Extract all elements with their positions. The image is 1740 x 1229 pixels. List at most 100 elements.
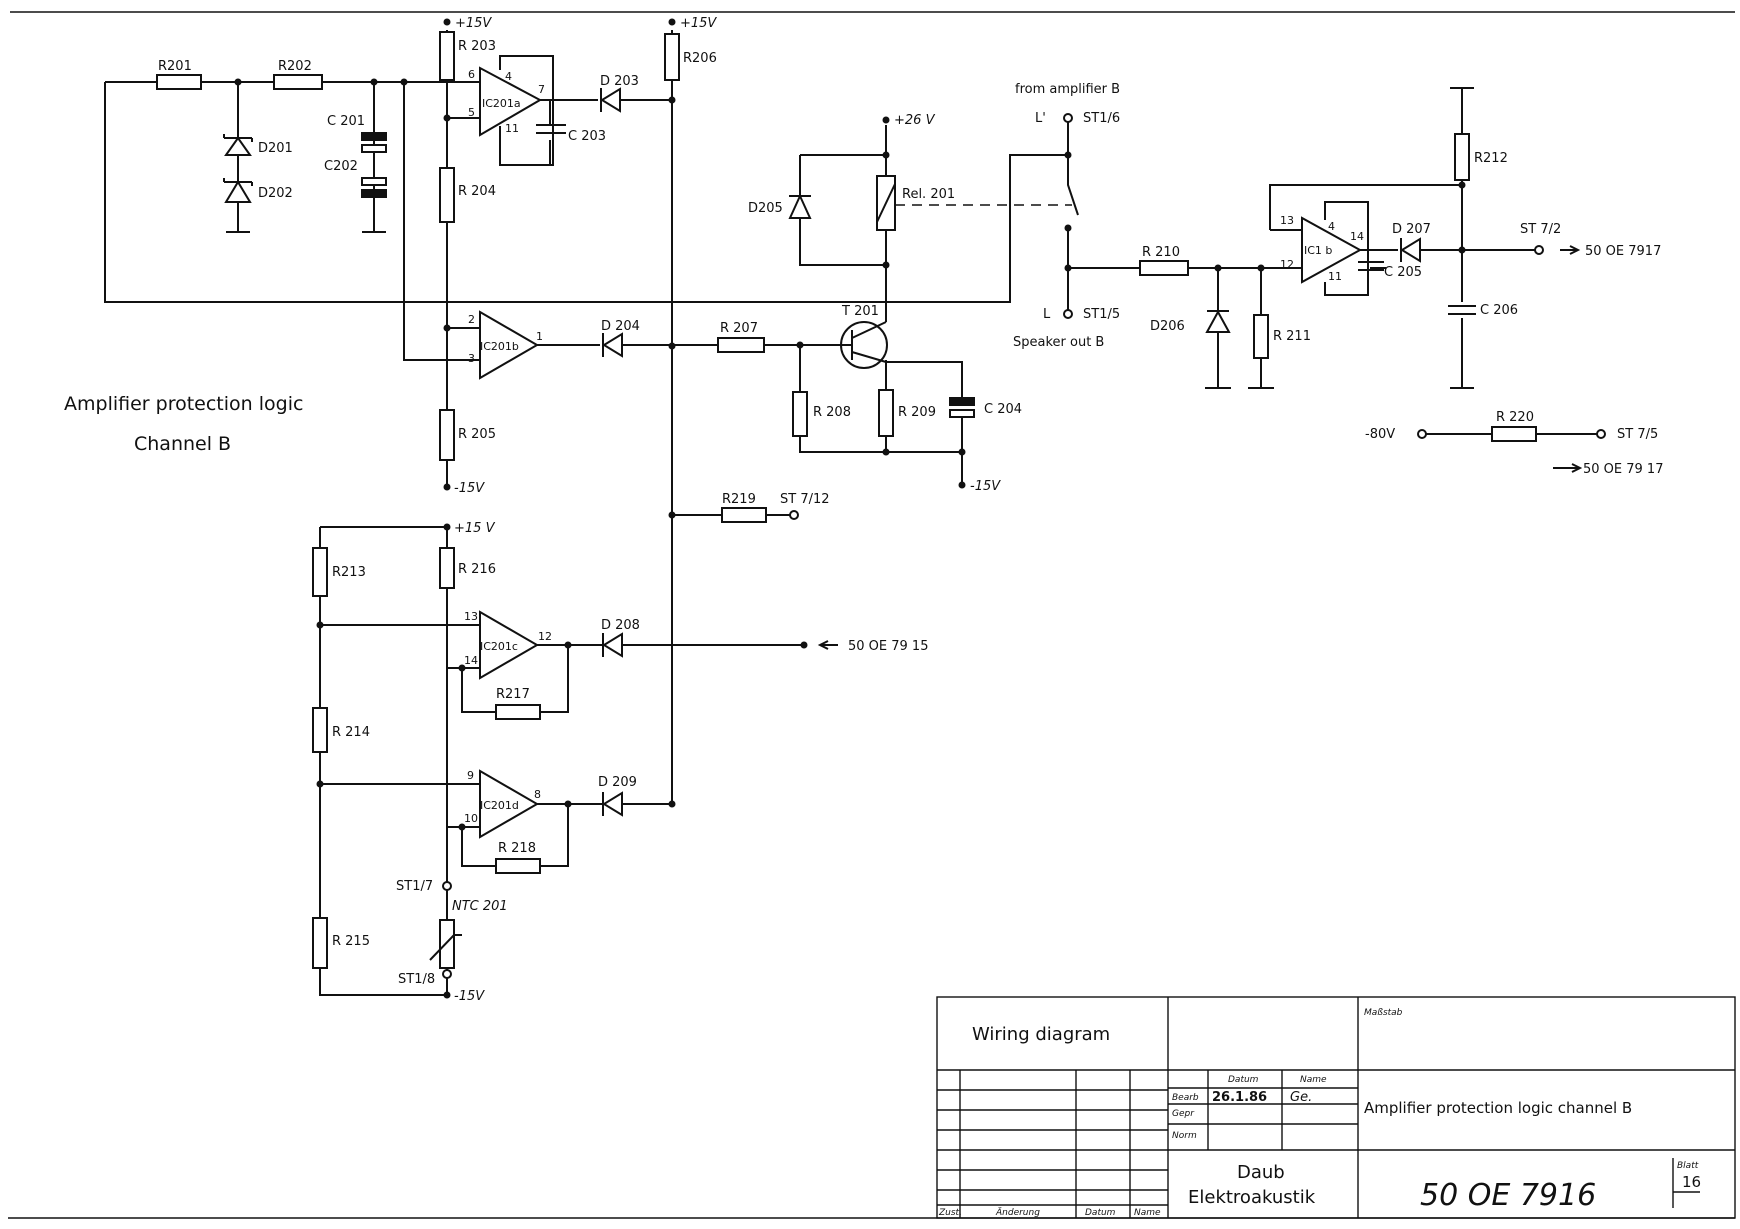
resistor-r201 xyxy=(156,74,202,90)
ic201a-label: IC201a xyxy=(482,97,521,110)
connector-st7-12 xyxy=(789,510,799,520)
tb-gepr: Gepr xyxy=(1172,1109,1195,1119)
supply-m15-c: -15V xyxy=(454,989,485,1004)
ref-7917-a-label: 50 OE 7917 xyxy=(1585,244,1661,259)
supply-m15-a: -15V xyxy=(454,481,485,496)
connector-st7-2 xyxy=(1534,245,1544,255)
d204-label: D 204 xyxy=(601,319,640,334)
resistor-r211 xyxy=(1253,314,1269,359)
diagram-title-line1: Amplifier protection logic xyxy=(64,393,303,415)
ic201a-pin6: 6 xyxy=(468,68,475,81)
supply-dot xyxy=(958,481,966,489)
diode-d209 xyxy=(602,791,623,817)
tb-sheet-label: Blatt xyxy=(1677,1161,1699,1171)
tb-drawing-title: Amplifier protection logic channel B xyxy=(1364,1099,1632,1117)
d205-label: D205 xyxy=(748,201,783,216)
resistor-r206 xyxy=(664,33,680,81)
connector-st1-7 xyxy=(442,881,452,891)
resistor-r209 xyxy=(878,389,894,437)
junction-dot xyxy=(1257,264,1265,272)
resistor-r218 xyxy=(495,858,541,874)
junction-dot xyxy=(796,341,804,349)
junction-dot xyxy=(800,641,808,649)
title-block: Wiring diagram Maßstab Datum Name Bearb … xyxy=(936,996,1736,1219)
r217-label: R217 xyxy=(496,687,530,702)
r202-label: R202 xyxy=(278,59,312,74)
tb-bearb: Bearb xyxy=(1172,1093,1199,1103)
capacitor-c202-plate xyxy=(361,189,387,198)
st1-6-label: ST1/6 xyxy=(1083,111,1120,126)
supply-dot xyxy=(443,483,451,491)
t201-label: T 201 xyxy=(841,304,879,319)
r213-label: R213 xyxy=(332,565,366,580)
junction-dot xyxy=(1064,264,1072,272)
junction-dot xyxy=(458,823,466,831)
resistor-r208 xyxy=(792,391,808,437)
junction-dot xyxy=(564,641,572,649)
resistor-r210 xyxy=(1139,260,1189,276)
r214-label: R 214 xyxy=(332,725,370,740)
r201-label: R201 xyxy=(158,59,192,74)
l-lower-label: L xyxy=(1043,307,1051,322)
d208-label: D 208 xyxy=(601,618,640,633)
ntc201-label: NTC 201 xyxy=(452,899,508,914)
junction-dot xyxy=(882,448,890,456)
ref-7917-b-label: 50 OE 79 17 xyxy=(1583,462,1663,477)
ic1b-pin12: 12 xyxy=(1280,258,1294,271)
r203-label: R 203 xyxy=(458,39,496,54)
r206-bus: +15V R206 R219 ST 7/12 xyxy=(664,16,830,808)
diode-d203 xyxy=(600,87,621,113)
speaker-switch: from amplifier B L' ST1/6 L ST1/5 Speake… xyxy=(1013,82,1140,350)
junction-dot xyxy=(958,448,966,456)
ic1b-label: IC1 b xyxy=(1304,244,1332,257)
tb-massstab: Maßstab xyxy=(1364,1008,1403,1018)
resistor-r212 xyxy=(1454,133,1470,181)
ic1b-pin13: 13 xyxy=(1280,214,1294,227)
st7-2-label: ST 7/2 xyxy=(1520,222,1561,237)
resistor-r205 xyxy=(439,409,455,461)
c201-label: C 201 xyxy=(327,114,365,129)
supply-p15-a: +15V xyxy=(455,16,492,31)
resistor-r202 xyxy=(273,74,323,90)
ic201a-pin7: 7 xyxy=(538,83,545,96)
r208-label: R 208 xyxy=(813,405,851,420)
d202-label: D202 xyxy=(258,186,293,201)
supply-dot xyxy=(443,18,451,26)
d209-label: D 209 xyxy=(598,775,637,790)
ic1b-block: R 210 D206 R 211 IC1 b 13 12 4 11 14 C 2… xyxy=(1139,87,1661,389)
st1-7-label: ST1/7 xyxy=(396,879,433,894)
ic201c-pin13: 13 xyxy=(464,610,478,623)
from-amplifier-label: from amplifier B xyxy=(1015,82,1120,97)
ic201d-pin10: 10 xyxy=(464,812,478,825)
capacitor-c201 xyxy=(361,132,387,141)
c203-label: C 203 xyxy=(568,129,606,144)
ic1b-pin14: 14 xyxy=(1350,230,1364,243)
tb-name-sig: Ge. xyxy=(1290,1090,1312,1105)
zener-d202 xyxy=(224,180,252,203)
ic201a-pin11: 11 xyxy=(505,122,519,135)
tb-date: 26.1.86 xyxy=(1212,1090,1267,1105)
resistor-r213 xyxy=(312,547,328,597)
temperature-section: +15 V R213 R 214 R 215 R 216 IC201c 13 1… xyxy=(312,521,928,1004)
st7-12-label: ST 7/12 xyxy=(780,492,830,507)
ic201b-label: IC201b xyxy=(480,340,519,353)
opamp-ic201d xyxy=(479,769,539,839)
r215-label: R 215 xyxy=(332,934,370,949)
capacitor-c204 xyxy=(949,397,975,406)
c202-label: C202 xyxy=(324,159,358,174)
opamp-ic201a-block: +15V R 203 R 204 IC201a 6 5 4 11 7 C 203… xyxy=(403,16,672,361)
c206-label: C 206 xyxy=(1480,303,1518,318)
junction-dot xyxy=(458,664,466,672)
junction-dot xyxy=(443,324,451,332)
r219-label: R219 xyxy=(722,492,756,507)
resistor-r216 xyxy=(439,547,455,589)
resistor-r214 xyxy=(312,707,328,753)
tb-norm: Norm xyxy=(1172,1131,1197,1141)
r211-label: R 211 xyxy=(1273,329,1311,344)
st1-5-label: ST1/5 xyxy=(1083,307,1120,322)
capacitor-c204-plate xyxy=(949,409,975,418)
resistor-r217 xyxy=(495,704,541,720)
connector-st1-8 xyxy=(442,969,452,979)
opamp-ic1b xyxy=(1301,216,1363,284)
relay-driver: R 207 R 208 T 201 R 209 C 204 -15V +26 V… xyxy=(717,113,1072,494)
